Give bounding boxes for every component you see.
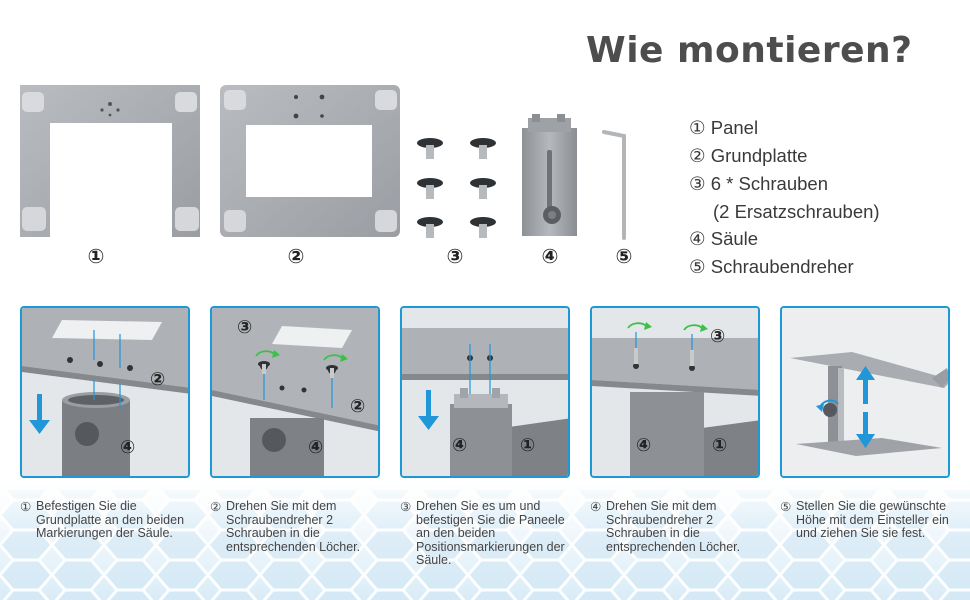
step-2-image [210, 306, 380, 478]
step-3-image [400, 306, 570, 478]
step-1-label-pillar: ④ [120, 437, 136, 458]
step-3-label-pillar: ④ [452, 435, 468, 456]
part-number-1: ① [88, 244, 105, 268]
legend-item-screws: ③ 6 * Schrauben [689, 173, 828, 195]
step-1-image [20, 306, 190, 478]
step-4-label-panel: ① [712, 435, 728, 456]
base-plate-part [220, 85, 400, 237]
step-4-label-screws: ③ [710, 326, 726, 347]
step-3-label-panel: ① [520, 435, 536, 456]
screwdriver-part [602, 130, 626, 240]
step-2-label-base: ② [350, 396, 366, 417]
panel-part [20, 85, 200, 237]
part-number-5: ⑤ [616, 244, 633, 268]
step-1-label-base: ② [150, 369, 166, 390]
parts-legend: ① Panel ② Grundplatte ③ 6 * Schrauben (2… [689, 114, 880, 281]
legend-item-panel: ① Panel [689, 117, 759, 139]
part-number-4: ④ [542, 244, 559, 268]
part-number-2: ② [288, 244, 305, 268]
screws-part [417, 138, 496, 238]
hexagon-background [0, 470, 970, 600]
step-4-image [590, 306, 760, 478]
pillar-part [522, 114, 577, 236]
step-2-label-screws: ③ [237, 317, 253, 338]
legend-item-spare-screws: (2 Ersatzschrauben) [713, 201, 880, 222]
parts-overview: ① ② ③ ④ ⑤ [20, 85, 633, 268]
part-number-3: ③ [447, 244, 464, 268]
legend-item-base-plate: ② Grundplatte [689, 145, 808, 167]
legend-item-screwdriver: ⑤ Schraubendreher [689, 256, 854, 278]
page-title: Wie montieren? [586, 30, 913, 71]
step-2-label-pillar: ④ [308, 437, 324, 458]
step-4-label-pillar: ④ [636, 435, 652, 456]
step-5-image [780, 306, 950, 478]
legend-item-pillar: ④ Säule [689, 228, 759, 250]
